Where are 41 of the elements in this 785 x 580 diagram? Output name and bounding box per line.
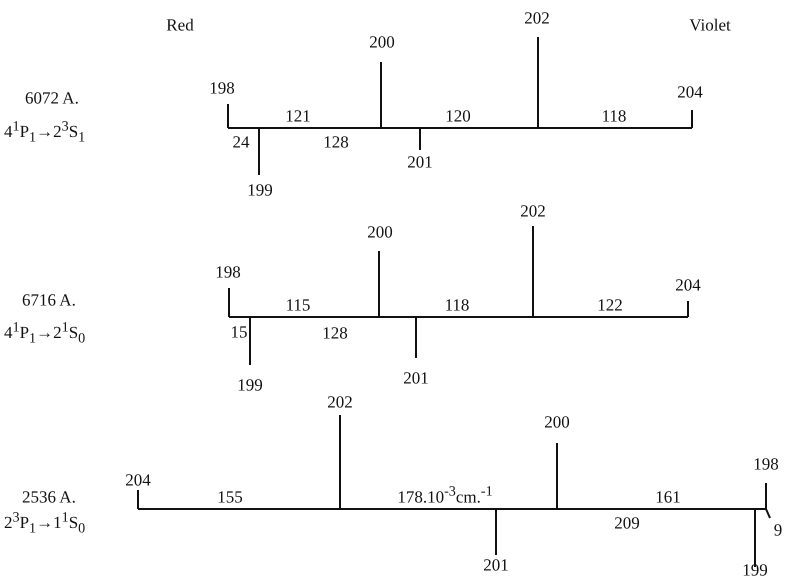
shift-value: 209	[614, 514, 640, 532]
mass-number: 198	[215, 264, 241, 280]
mass-number: 201	[483, 556, 509, 574]
mass-number: 202	[327, 394, 353, 410]
mass-number: 201	[403, 370, 429, 386]
shift-value: 115	[286, 296, 310, 314]
mass-number: 202	[524, 10, 550, 26]
shift-value: 161	[655, 488, 681, 506]
mass-number: 204	[125, 472, 151, 488]
transition-label: 4$^{1}$P$_{1}$→2$^{1}$S$_{0}$	[4, 320, 86, 346]
wavelength-label: 6072 A.	[25, 90, 79, 106]
mass-number: 200	[544, 414, 570, 430]
mass-number: 200	[367, 224, 393, 240]
wavelength-label: 6716 A.	[22, 292, 76, 308]
shift-value: 15	[230, 324, 248, 340]
shift-value: 118	[444, 296, 470, 314]
mass-number: 198	[209, 80, 235, 96]
mass-number: 199	[237, 376, 263, 394]
mass-number: 201	[407, 154, 433, 170]
shift-value: 24	[232, 134, 250, 150]
wavelength-label: 2536 A.	[22, 488, 76, 506]
shift-value: 178.10$^{-3}$cm.$^{-1}$	[397, 484, 493, 506]
spectrum-end-label: Violet	[689, 16, 731, 34]
shift-value: 122	[597, 296, 623, 314]
mass-number: 202	[520, 202, 546, 220]
shift-value: 155	[217, 488, 243, 506]
mass-number: 204	[675, 276, 701, 294]
shift-value: 120	[445, 108, 471, 124]
shift-value: 128	[323, 134, 349, 150]
shift-value: 9	[774, 522, 782, 538]
transition-label: 2$^{3}$P$_{1}$→1$^{1}$S$_{0}$	[4, 510, 86, 536]
shift-value: 128	[322, 324, 348, 342]
mass-number: 199	[742, 562, 768, 578]
mass-number: 198	[753, 456, 779, 472]
shift-value: 121	[285, 108, 311, 124]
spectrum-end-label: Red	[166, 16, 194, 34]
mass-number: 199	[247, 182, 273, 198]
mass-number: 200	[369, 34, 395, 50]
shift-value: 118	[602, 108, 626, 124]
transition-label: 4$^{1}$P$_{1}$→2$^{3}$S$_{1}$	[4, 119, 86, 145]
mass-number: 204	[677, 84, 703, 100]
